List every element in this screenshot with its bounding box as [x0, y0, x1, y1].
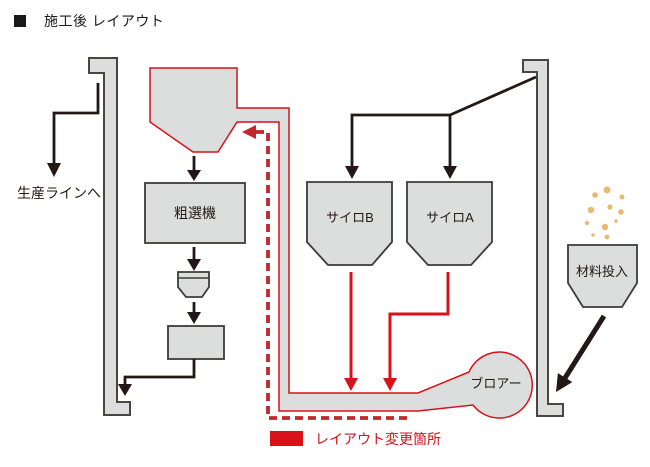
silo-b-label: サイロB — [326, 210, 374, 225]
silo-b-red-arrowhead — [344, 378, 358, 391]
changed-route-arrowhead — [242, 125, 256, 139]
coarse-sorter-label: 粗選機 — [174, 205, 216, 221]
production-line-label: 生産ラインへ — [17, 185, 101, 201]
production-line-flow — [52, 83, 100, 163]
material-dots — [584, 186, 625, 240]
silo-a-label: サイロA — [426, 210, 474, 225]
coarse-sorter-box — [144, 182, 246, 244]
silo-a-red-flow — [388, 272, 450, 378]
legend-swatch — [270, 431, 303, 446]
silo-a-feed-arrowhead — [443, 166, 457, 179]
legend-label: レイアウト変更箇所 — [315, 431, 441, 447]
silo-b-feed-arrowhead — [345, 166, 359, 179]
mini-box — [167, 325, 225, 360]
silo-a-red-arrowhead — [383, 378, 397, 391]
material-drop-arrowhead — [556, 373, 573, 392]
material-input-label: 材料投入 — [576, 264, 628, 279]
material-drop-flow — [562, 314, 607, 380]
minibox-to-column-flow — [123, 359, 196, 384]
page-title: 施工後 レイアウト — [44, 13, 164, 29]
material-input-hopper — [567, 244, 638, 308]
blower-label: ブロアー — [470, 376, 521, 391]
silo-b-shape — [306, 181, 393, 266]
receiving-hopper-duct-and-blower — [149, 67, 534, 419]
silo-a-shape — [406, 181, 493, 266]
silo-feed-line — [350, 75, 537, 166]
production-line-arrowhead — [47, 163, 61, 177]
hopper-to-sorter-arrowhead — [187, 170, 201, 181]
sorter-to-minihopper-arrowhead — [187, 259, 201, 271]
title-bullet-square — [14, 15, 26, 27]
left-conveyor-column — [88, 57, 131, 416]
minihopper-to-minibox-arrowhead — [187, 312, 201, 324]
mini-hopper — [177, 271, 210, 298]
changed-route-dashed-line — [256, 130, 412, 420]
right-conveyor-column — [522, 59, 564, 417]
minibox-to-column-arrowhead — [118, 384, 132, 396]
